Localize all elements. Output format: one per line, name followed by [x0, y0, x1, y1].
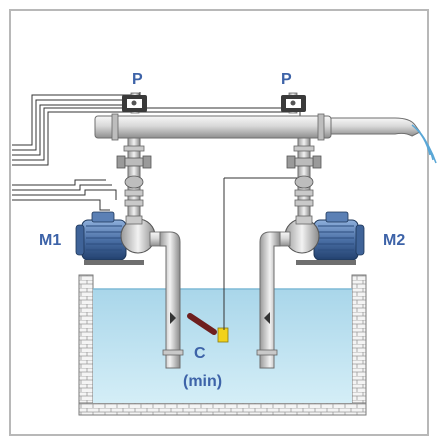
motor-pump-right-label: M2	[383, 232, 406, 249]
tank-wall-right	[351, 274, 367, 416]
pressure-switch-right	[281, 92, 306, 114]
suction-pipe-right	[256, 231, 281, 369]
check-valve-right	[286, 155, 322, 169]
riser-right	[286, 137, 322, 224]
gate-valve-right	[294, 175, 314, 207]
water-outflow	[411, 124, 437, 164]
gate-valve-left	[124, 175, 144, 207]
pressure-switch-right-label: P	[281, 71, 292, 88]
water-tank	[78, 274, 367, 416]
suction-pipe-left	[159, 231, 184, 369]
tank-floor	[78, 402, 367, 416]
outlet-pipe	[330, 117, 421, 137]
control-wires	[12, 92, 301, 330]
riser-left	[116, 137, 152, 224]
motor-pump-left-label: M1	[39, 232, 62, 249]
level-sensor-note: (min)	[183, 373, 223, 390]
water-body	[93, 289, 352, 403]
pressure-switch-left-label: P	[132, 71, 143, 88]
float-level-sensor	[187, 313, 229, 343]
motor-pump-left	[75, 211, 163, 265]
level-sensor-label: C	[194, 345, 206, 362]
tank-wall-left	[78, 274, 94, 416]
motor-pump-right	[277, 211, 365, 265]
pressure-switch-left	[122, 92, 147, 114]
check-valve-left	[116, 155, 152, 169]
discharge-manifold	[94, 113, 437, 164]
